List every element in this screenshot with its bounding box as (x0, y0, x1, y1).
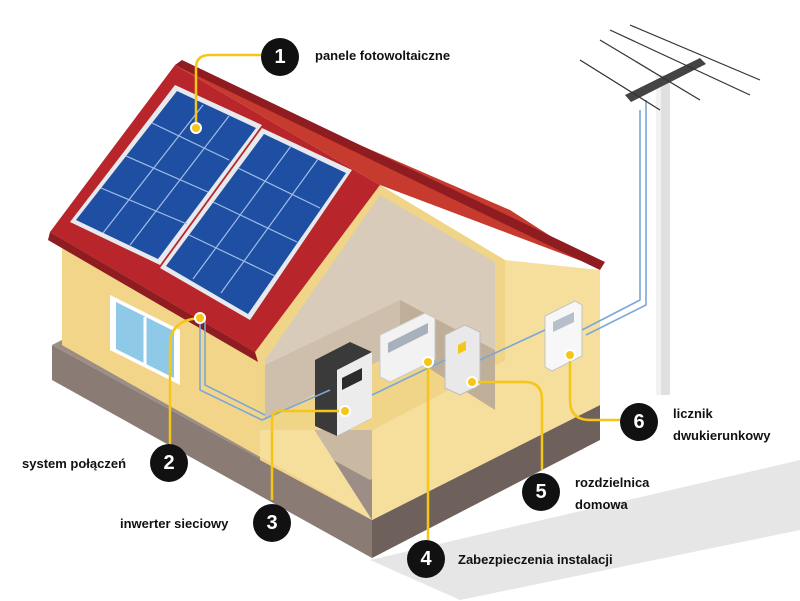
callout-label-6a: licznik (673, 406, 713, 421)
solar-panel-left (70, 85, 262, 265)
callout-badge-1: 1 (261, 38, 299, 76)
callout-badge-2: 2 (150, 444, 188, 482)
roof-ridge (175, 60, 605, 270)
utility-pole (625, 58, 706, 395)
ground-shadow (370, 460, 800, 600)
callout-label-5b: domowa (575, 497, 628, 512)
callout-badge-6: 6 (620, 403, 658, 441)
callout-badge-4: 4 (407, 540, 445, 578)
interior-back-wall (265, 195, 495, 365)
callout-label-1: panele fotowoltaiczne (315, 48, 451, 63)
solar-panel-right (160, 128, 352, 320)
callout-dot-2 (194, 312, 206, 324)
foundation-left (52, 345, 372, 558)
callout-badge-5: 5 (522, 473, 560, 511)
callout-dot-4 (422, 356, 434, 368)
callout-badge-3: 3 (253, 504, 291, 542)
inverter-device (315, 342, 372, 436)
callout-label-4: Zabezpieczenia instalacji (458, 552, 613, 567)
callout-label-2: system połączeń (22, 456, 127, 471)
left-wall-fill (62, 235, 372, 520)
callout-label-5a: rozdzielnica (575, 475, 650, 490)
callout-dot-6 (564, 349, 576, 361)
callout-dot-3 (339, 405, 351, 417)
callout-lines (168, 53, 620, 540)
cables (199, 100, 647, 421)
callout-dot-5 (466, 376, 478, 388)
callout-label-3: inwerter sieciowy (120, 516, 229, 531)
callout-label-6b: dwukierunkowy (673, 428, 771, 443)
protection-box (379, 312, 436, 383)
power-lines (579, 24, 761, 111)
callout-dot-1 (190, 122, 202, 134)
